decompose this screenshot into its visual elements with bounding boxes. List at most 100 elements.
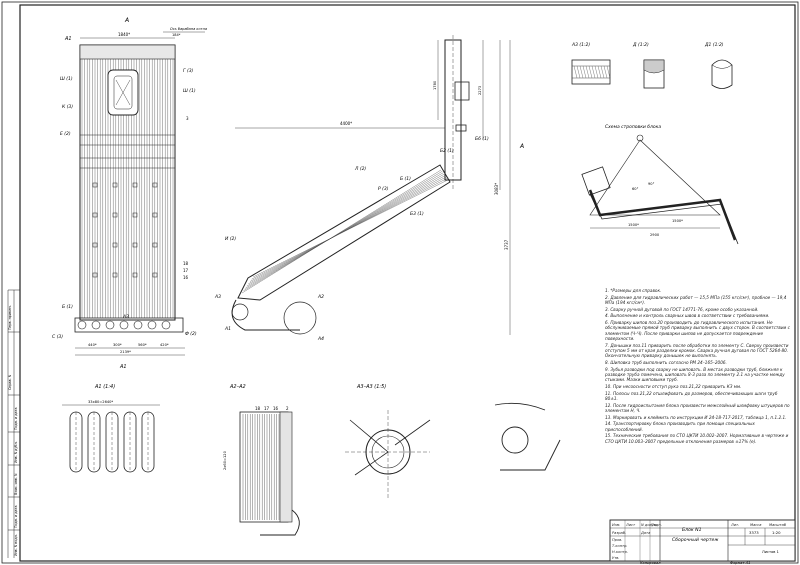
section-a2: А2–А2 18 17 16 2 2х60=120 xyxy=(223,384,300,536)
section-a3: А3–А3 (1:5) xyxy=(345,384,431,500)
scheme-dim: 1500* xyxy=(628,223,639,227)
detail-d: Д (1:2) xyxy=(632,42,665,89)
stamp-text: Инв. N дубл. xyxy=(14,441,18,463)
panel-belts xyxy=(80,134,175,169)
section-label: Б (1) xyxy=(400,176,411,182)
section-label: Б (1) xyxy=(62,304,73,310)
dim-right-height2: 3083* xyxy=(494,183,499,195)
section-label: Б6 (1) xyxy=(475,136,489,142)
callout-number: 18 xyxy=(255,406,261,411)
note-item: 11. Полосы поз.21,22 отшлифовать до разм… xyxy=(605,390,778,401)
dim-top-width: 1840* xyxy=(118,32,130,37)
top-collector xyxy=(79,44,176,60)
format-label: Формат А1 xyxy=(730,561,750,565)
section-label: Ф (2) xyxy=(185,331,197,337)
section-label: Б3 (1) xyxy=(410,211,424,217)
callout-number: 2 xyxy=(286,406,289,411)
callout-number: 16 xyxy=(273,406,279,411)
note-item: 12. После гидроиспытания блока произвест… xyxy=(605,402,790,413)
section-label: Р (3) xyxy=(378,186,389,192)
dim-a1: 33х80=2640* xyxy=(88,400,113,404)
note-item: 10. При несоосности отступ рука поз.21,2… xyxy=(605,384,742,389)
tb-row: Лист xyxy=(625,523,636,527)
note-item: 14. Транспортировку блока производить пр… xyxy=(605,421,755,432)
dim-top-offset: 184* xyxy=(172,33,181,37)
dim-right-height: 3737 xyxy=(504,239,509,250)
tb-row: Пров. xyxy=(612,538,622,542)
tb-mass: 3373 xyxy=(749,530,759,535)
stamp-text: Взам. инв. N xyxy=(14,473,18,495)
callout-number: 17 xyxy=(264,406,270,411)
detail-title: А3 (1:2) xyxy=(571,42,590,48)
section-label: К (3) xyxy=(62,104,73,110)
detail-title: Д1 (1:2) xyxy=(704,42,724,48)
dim-bottom-total: 2139* xyxy=(120,350,131,354)
tb-scale: 1:20 xyxy=(772,530,781,535)
tb-row: Дата xyxy=(640,531,650,535)
tb-col: Масштаб xyxy=(769,523,787,527)
section-label: Ш (1) xyxy=(183,88,196,94)
section-label: Б2 (1) xyxy=(440,148,454,154)
view-a-label: А xyxy=(124,17,129,24)
section-label: А2 xyxy=(317,294,324,300)
mark-label: А1 xyxy=(64,36,72,42)
note-item: 4. Выполнение и контроль сварных швов в … xyxy=(605,313,770,319)
side-note: Ось барабана котла xyxy=(170,27,207,31)
scheme-dim: 2900 xyxy=(650,233,660,237)
section-label: Л (2) xyxy=(354,166,366,172)
left-margin-stamps: Перв. примен. Справ. N Подп. и дата Инв.… xyxy=(7,289,20,558)
section-title: А3–А3 (1:5) xyxy=(356,384,386,390)
section-title: А2–А2 xyxy=(229,384,246,390)
note-item: 15. Технические требования по СТО ЦКТИ 1… xyxy=(605,433,789,444)
section-label: Е (2) xyxy=(60,131,71,137)
mark-label: А3 xyxy=(122,314,129,320)
panel-tubes xyxy=(81,59,174,318)
dim-bottom-part: 420* xyxy=(160,343,169,347)
stamp-text: Справ. N xyxy=(8,374,12,390)
tb-row: Изм. xyxy=(612,523,620,527)
detail-title: Д (1:2) xyxy=(632,42,649,48)
tb-row: Подп. xyxy=(651,523,662,527)
tb-row: N докум. xyxy=(641,523,658,527)
tb-col: Масса xyxy=(750,523,761,527)
view-a-panel: А Ось барабана котла 1840* 184* xyxy=(52,17,207,370)
dim-bottom-part: 440* xyxy=(88,343,97,347)
stamp-text: Подп. и дата xyxy=(14,408,18,430)
inner-frame xyxy=(19,4,796,562)
dim-bottom-part: 300* xyxy=(113,343,122,347)
callout-number: 18 xyxy=(183,261,189,266)
title-main: Блок N1 xyxy=(682,527,702,533)
stamp-text: Перв. примен. xyxy=(8,305,12,330)
stamp-text: Подп. и дата xyxy=(14,506,18,528)
note-item: 7. Донышки поз.11 приварить после обрабо… xyxy=(605,342,789,359)
detail-d1: Д1 (1:2) xyxy=(704,42,733,89)
note-item: 13. Маркировать и клеймить по инструкции… xyxy=(605,414,787,420)
dim-a2: 2х60=120 xyxy=(223,450,227,470)
dim-vert: 2273 xyxy=(478,86,482,95)
stamp-text: Инв. N подл. xyxy=(14,534,18,556)
callout-number: 16 xyxy=(183,275,189,280)
mark-label: А1 xyxy=(119,364,127,370)
note-item: 8. Шиповка труб выполнить согласно РМ 24… xyxy=(605,360,727,365)
note-item: 3. Сварку ручной дуговой по ГОСТ 14771-7… xyxy=(605,306,759,312)
note-item: 9. Зубья разводки под сварку не шиповать… xyxy=(605,366,785,383)
section-label: А3 xyxy=(214,294,221,300)
callout-number: 17 xyxy=(183,268,189,273)
note-item: 2. Давление для гидравлических работ — 1… xyxy=(605,294,787,305)
view-marker: А xyxy=(519,143,524,150)
detail-a3: А3 (1:2) xyxy=(571,42,611,85)
scheme-dim: 1500* xyxy=(672,219,683,223)
tb-row: Разраб. xyxy=(612,531,626,535)
tb-row: Утв. xyxy=(612,556,620,560)
note-item: 6. Приварку шипов поз.20 производить до … xyxy=(605,319,790,341)
section-label: С (3) xyxy=(52,334,63,340)
scheme-angle: 60° xyxy=(632,187,639,191)
stud-markers xyxy=(92,182,158,278)
dim-vert: 1780 xyxy=(433,80,437,90)
tb-col: Лит. xyxy=(730,523,739,527)
inclined-view: 4400* 3737 3083* 2273 1780 А Б2 (1) Б6 (… xyxy=(214,35,524,342)
section-label: Г (3) xyxy=(183,68,194,74)
title-block[interactable]: Блок N1 Сборочный чертеж Лит. Масса Масш… xyxy=(609,519,796,562)
